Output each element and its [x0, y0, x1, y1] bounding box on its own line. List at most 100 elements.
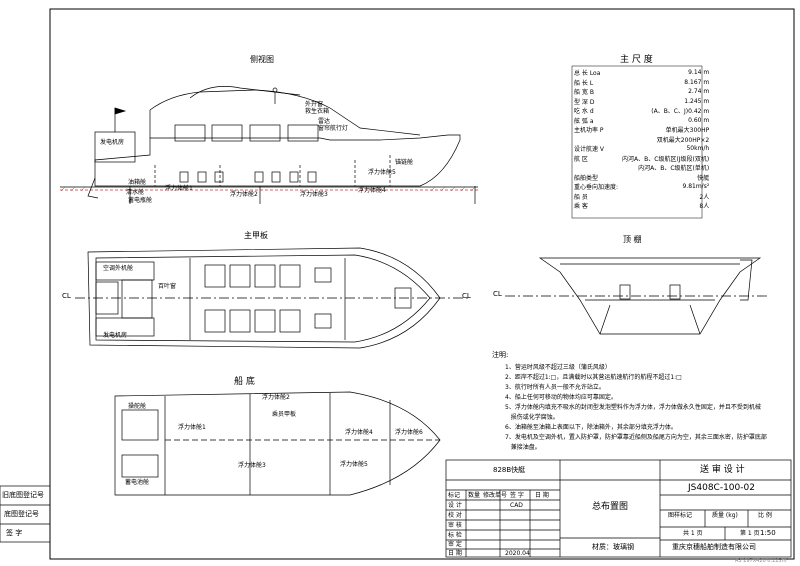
main-dims-value: 0.60 m: [688, 116, 710, 124]
note-item: 1、营运时风级不超过三级（蒲氏风级）: [505, 364, 611, 371]
main-dims-label: [572, 135, 620, 145]
main-dims-value: 单机最大300HP: [665, 127, 710, 135]
date-value: 2020.04: [505, 550, 530, 557]
main-dims-label: 设计航速 V: [574, 146, 605, 154]
rev-head-change: 修改单号: [483, 492, 508, 499]
cad-label: CAD: [510, 502, 523, 509]
note-item: 4、船上任何可移动的物体均应可靠固定。: [505, 394, 617, 401]
main-dims-value: 内河A、B、C级航区(J级段(双机): [622, 155, 710, 163]
stage-mark-label: 图样标记: [668, 512, 693, 519]
bottom-rudder-label: 操舵舱: [128, 403, 147, 410]
role-approve: 审 定: [448, 541, 462, 548]
main-dims-label: [572, 163, 620, 173]
deck-view-title: 主甲板: [244, 231, 268, 240]
main-dims-label: 重心垂向加速度:: [574, 184, 619, 192]
note-item: 5、浮力体舱内填充不吸水的封闭型发泡塑料作为浮力体，浮力体做永久性固定，并且不受…: [505, 404, 761, 411]
register-old: 旧底图登记号: [2, 491, 44, 499]
main-dims-row: 乘 客 8人: [572, 201, 711, 211]
main-dims-value: 8人: [699, 203, 710, 211]
side-buoy3-label: 浮力体舱3: [300, 191, 328, 198]
main-dims-label: 型 深 D: [574, 98, 595, 106]
main-dims-label: 总 长 Loa: [574, 70, 601, 78]
paper-size: A3 297X420 0.125m²: [735, 558, 789, 564]
note-item: 3、航行时所有人员一般不允许站立。: [505, 384, 605, 391]
roof-view: [505, 257, 770, 335]
rev-head-qty: 数量: [468, 492, 481, 499]
main-dims-value: (A、B、C、J)0.42 m: [651, 108, 710, 116]
main-dims-row: 设计航速 V 50km/h: [572, 144, 711, 154]
main-dims-row: 吃 水 d (A、B、C、J)0.42 m: [572, 106, 711, 116]
main-dims-row: 重心垂向加速度: 9.81m/s²: [572, 182, 711, 192]
sheets-total: 共 1 页: [683, 530, 703, 537]
note-item: 6、油箱舱至油箱上表面以下，除油箱外，其余部分填充浮力体。: [505, 424, 677, 431]
main-dims-value: 内河A、B、C级航区(单机): [638, 165, 710, 173]
drawing-number: JS408C-100-02: [688, 483, 755, 493]
bottom-buoy5-label: 浮力体舱5: [340, 461, 368, 468]
bottom-view: [114, 391, 441, 496]
side-mast-note3: 雷达: [318, 118, 331, 125]
scale-label: 比 例: [758, 512, 772, 519]
bottom-buoy1-label: 浮力体舱1: [178, 424, 206, 431]
main-dims-label: 吃 水 d: [574, 108, 594, 116]
side-generator-label: 发电机房: [100, 139, 125, 146]
bottom-buoy6-label: 浮力体舱6: [395, 429, 423, 436]
main-dims-label: 船 长 L: [574, 79, 594, 87]
rev-head-mark: 标记: [448, 492, 461, 499]
boat-name: 828B快艇: [493, 466, 526, 474]
company-name: 重庆京穗船舶制造有限公司: [672, 543, 756, 551]
main-dims-label: 乘 客: [574, 203, 588, 211]
side-mast-note2: 救生衣箱: [305, 108, 330, 115]
roof-cl: CL: [493, 290, 502, 298]
note-item: 7、发电机及空调外机，置入防护罩，防护罩靠近船侧及船尾方向为空，其余三面水密，防…: [505, 434, 767, 441]
side-buoy1-label: 浮力体舱1: [165, 185, 193, 192]
role-design: 设 计: [448, 502, 462, 509]
bottom-battery-label: 蓄电池舱: [125, 479, 150, 486]
bottom-buoy3-label: 浮力体舱3: [238, 462, 266, 469]
role-std: 标 检: [448, 532, 462, 539]
notes-heading: 注明:: [492, 351, 509, 359]
main-dims-row: 双机最大200HP×2: [572, 135, 711, 145]
side-water-tank-label: 清水舱: [126, 189, 145, 196]
main-dims-value: 快艇: [697, 174, 710, 182]
rev-head-date: 日 期: [535, 492, 549, 499]
note-item: 2、距岸不超过1:□，且满载时以其营运航速航行的航程不超过1:□: [505, 374, 682, 381]
review-stage: 送 审 设 计: [700, 465, 745, 475]
main-dims-value: 50km/h: [686, 145, 710, 153]
roof-view-title: 顶 棚: [623, 235, 642, 244]
main-dims-value: 2.74 m: [688, 88, 710, 96]
deck-view: [75, 247, 470, 349]
side-mast-note1: 外开窗: [305, 101, 324, 108]
side-oil-tank-label: 油箱舱: [128, 179, 147, 186]
side-mast-note4: 窗帘航行灯: [318, 125, 349, 132]
bottom-view-title: 船 底: [234, 377, 255, 387]
note-item: 兼接油盘。: [505, 444, 541, 451]
deck-cl-right: CL: [462, 292, 471, 300]
main-dims-title: 主 尺 度: [620, 55, 653, 65]
side-buoy2-label: 浮力体舱2: [230, 191, 258, 198]
bottom-buoy2-label: 浮力体舱2: [262, 394, 290, 401]
deck-gen-room-label: 发电机房: [103, 332, 128, 339]
deck-louver-label: 百叶窗: [158, 283, 177, 290]
main-dims-value: 9.81m/s²: [682, 183, 710, 191]
side-register-grid: [0, 485, 51, 543]
side-anchor-label: 锚链舱: [395, 159, 414, 166]
sheet-number: 第 1 页: [740, 530, 760, 537]
deck-cl-left: CL: [62, 292, 71, 300]
side-view-title: 侧视图: [250, 55, 274, 64]
note-item: 损伤或化学腐蚀。: [505, 414, 559, 421]
notes-list: 1、营运时风级不超过三级（蒲氏风级） 2、距岸不超过1:□，且满载时以其营运航速航…: [505, 363, 785, 453]
main-dims-row: 船舶类型快艇: [572, 173, 711, 183]
main-dims-label: 航 区: [574, 155, 588, 163]
drawing-title: 总布置图: [592, 502, 629, 512]
rev-head-sign: 签 字: [510, 492, 524, 499]
register-base: 底图登记号: [4, 510, 39, 518]
scale-value: 1:50: [760, 529, 776, 537]
